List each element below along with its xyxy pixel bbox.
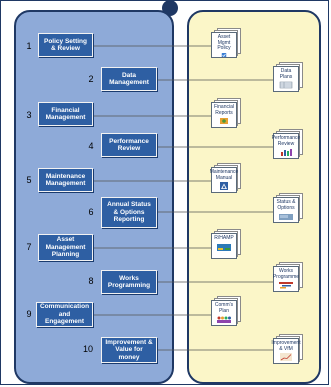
output-data-plans: Data Plans (273, 62, 305, 92)
table-icon (279, 81, 293, 89)
output-works-programme: Works Programme (273, 262, 305, 292)
output-label: Financial Reports (213, 104, 234, 116)
output-performance-review: Performance Review (271, 129, 305, 159)
step-number-7: 7 (26, 242, 32, 252)
options-icon (279, 214, 293, 220)
step-number-2: 2 (88, 74, 94, 84)
output-comms-plan: Comm's Plan (211, 296, 243, 326)
output-label: Asset Mgmt Policy (217, 34, 231, 51)
output-label: Comm's Plan (214, 302, 234, 314)
output-financial-reports: Financial Reports (211, 98, 243, 128)
step-number-5: 5 (26, 175, 32, 185)
step-box-policy-setting: Policy Setting & Review (38, 33, 93, 57)
warning-icon (220, 182, 228, 190)
step-box-financial-management: Financial Management (38, 102, 93, 126)
step-box-improvement-value: Improvement & Value for money (101, 337, 157, 363)
step-box-performance-review: Performance Review (101, 133, 157, 157)
check-icon (221, 52, 227, 57)
step-box-maintenance-management: Maintenance Management (38, 168, 93, 192)
step-box-works-programming: Works Programming (101, 270, 157, 294)
step-number-3: 3 (26, 110, 32, 120)
money-icon (220, 118, 228, 124)
gantt-icon (279, 282, 293, 289)
step-number-9: 9 (26, 309, 32, 319)
step-number-8: 8 (88, 276, 94, 286)
output-rhamp: R/HAMP (211, 229, 243, 259)
output-status-options: Status & Options (273, 193, 305, 223)
output-label: Data Plans (279, 68, 293, 80)
step-box-communication-engagement: Communication and Engagement (36, 302, 93, 327)
output-label: Performance Review (271, 135, 301, 147)
step-box-data-management: Data Management (101, 67, 157, 91)
output-label: Improvement & VfM (271, 340, 301, 352)
output-asset-mgmt-policy: Asset Mgmt Policy (211, 28, 243, 58)
output-label: Works Programme (272, 268, 300, 280)
step-box-asset-management-planning: Asset Management Planning (38, 234, 93, 261)
step-box-annual-status-reporting: Annual Status & Options Reporting (101, 197, 157, 228)
bar-chart-icon (281, 149, 292, 156)
output-label: Maintenance Manual (209, 169, 239, 181)
road-icon (217, 243, 231, 251)
step-number-4: 4 (88, 141, 94, 151)
output-maintenance-manual: Maintenance Manual (209, 163, 243, 193)
graph-icon (280, 353, 292, 361)
step-number-6: 6 (88, 207, 94, 217)
output-improvement-vfm: Improvement & VfM (271, 334, 305, 364)
output-label: Status & Options (276, 199, 296, 211)
output-label: R/HAMP (214, 235, 234, 241)
step-number-10: 10 (82, 344, 93, 354)
step-number-1: 1 (26, 41, 32, 51)
people-icon (217, 316, 231, 323)
